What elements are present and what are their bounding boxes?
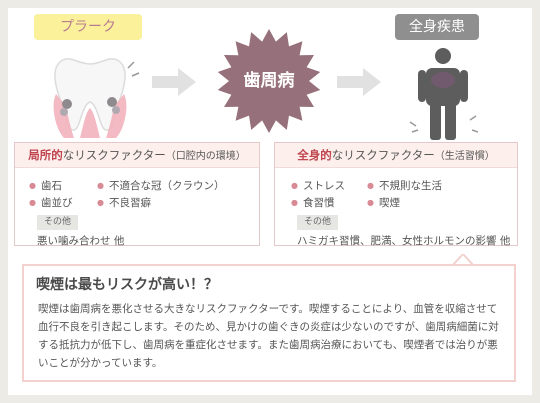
plaque-label: プラーク <box>34 14 142 40</box>
tooth-icon <box>53 58 140 138</box>
other-text: ハミガキ習慣、肥満、女性ホルモンの影響 他 <box>297 235 511 247</box>
systemic-risk-panel: 全身的なリスクファクター（生活習慣） ストレス 不規則な生活 食習慣 喫煙 その… <box>274 142 518 247</box>
smoking-note-box: 喫煙は最もリスクが高い！？ 喫煙は歯周病を悪化させる大きなリスクファクターです。… <box>22 264 516 382</box>
other-text: 悪い噛み合わせ 他 <box>37 235 125 247</box>
other-tag: その他 <box>297 215 339 230</box>
local-risk-panel: 局所的なリスクファクター（口腔内の環境） 歯石 不適合な冠（クラウン） 歯並び … <box>14 142 260 247</box>
burst-shape <box>217 29 321 133</box>
callout-pointer <box>452 254 474 266</box>
note-title: 喫煙は最もリスクが高い！？ <box>36 277 218 293</box>
arrow-right-icon <box>337 68 381 96</box>
note-body: 喫煙は歯周病を悪化させる大きなリスクファクターです。喫煙することにより、血管を収… <box>38 303 499 369</box>
list-item: 歯石 <box>29 178 62 193</box>
other-tag: その他 <box>37 215 79 230</box>
systemic-disease-label: 全身疾患 <box>395 14 479 40</box>
systemic-risk-title: なリスクファクター <box>331 148 435 162</box>
list-item: ストレス <box>291 178 345 193</box>
list-item: 不適合な冠（クラウン） <box>97 178 225 193</box>
local-risk-subtitle: （口腔内の環境） <box>165 151 246 162</box>
local-risk-heading: 局所的なリスクファクター（口腔内の環境） <box>15 143 259 168</box>
systemic-risk-subtitle: （生活習慣） <box>434 151 495 162</box>
local-risk-highlight: 局所的 <box>28 148 63 162</box>
list-item: 不規則な生活 <box>367 178 442 193</box>
systemic-risk-highlight: 全身的 <box>297 148 332 162</box>
local-risk-title: なリスクファクター <box>62 148 166 162</box>
list-item: 喫煙 <box>367 195 400 210</box>
periodontal-disease-label: 歯周病 <box>243 71 295 91</box>
list-item: 食習慣 <box>291 195 335 210</box>
list-item: 歯並び <box>29 195 73 210</box>
person-icon <box>409 48 478 140</box>
list-item: 不良習癖 <box>97 195 151 210</box>
systemic-risk-heading: 全身的なリスクファクター（生活習慣） <box>275 143 517 168</box>
arrow-right-icon <box>152 68 196 96</box>
